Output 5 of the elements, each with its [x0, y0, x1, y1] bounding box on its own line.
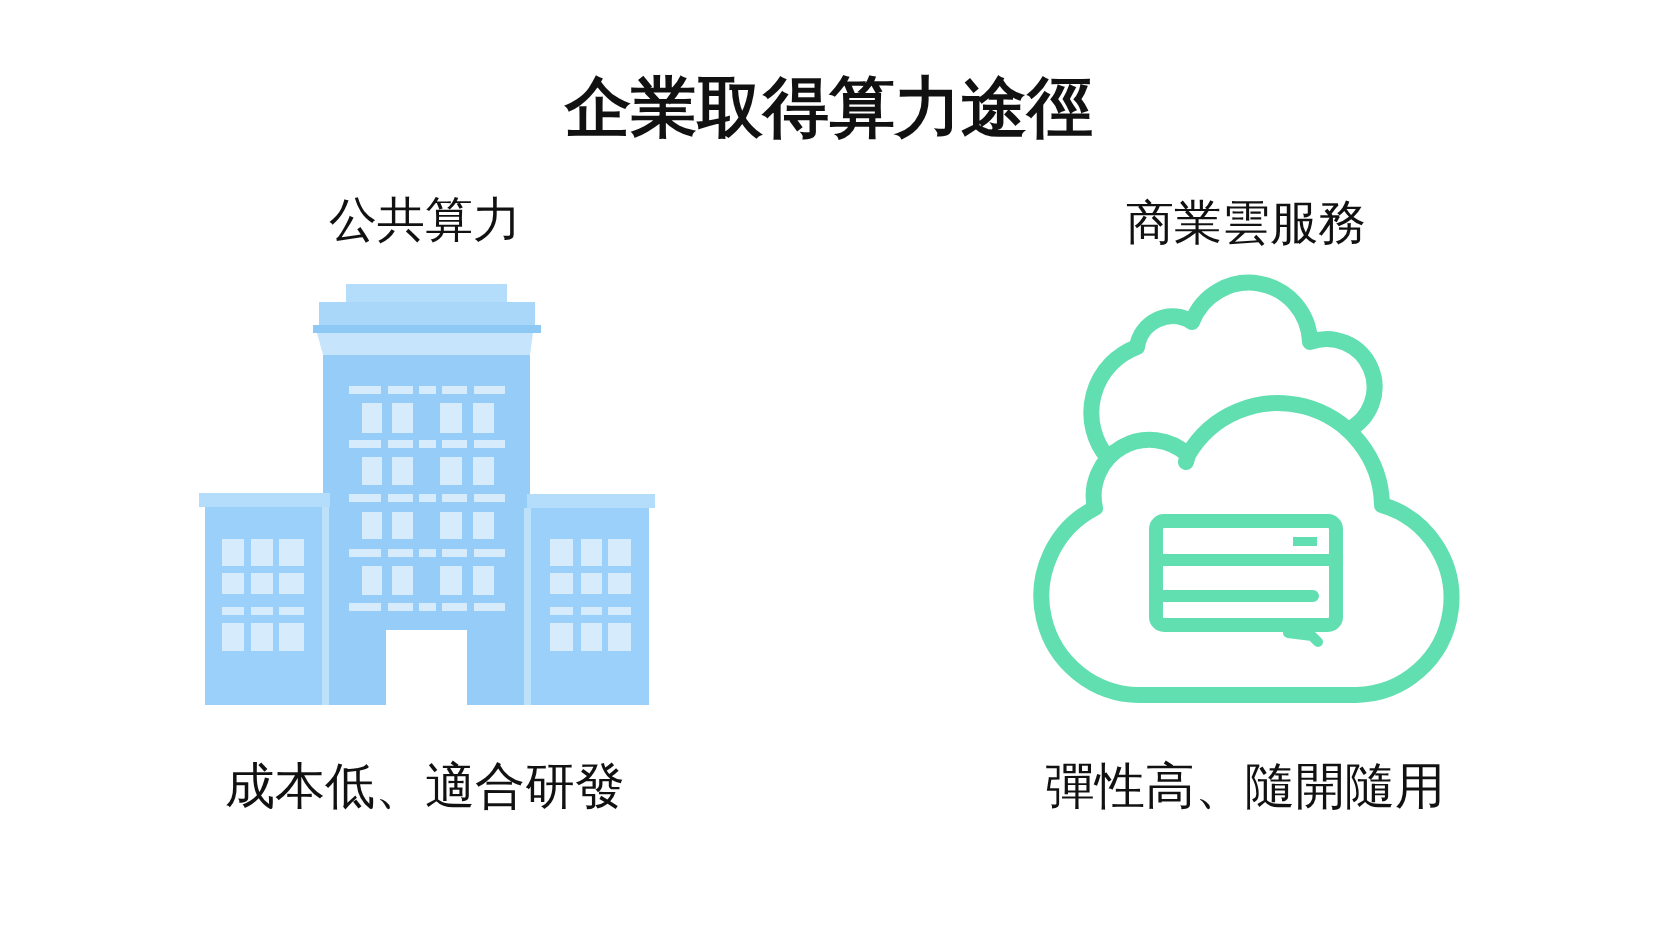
description: 成本低、適合研發 — [225, 756, 625, 816]
section-heading: 商業雲服務 — [1126, 194, 1366, 252]
section-heading: 公共算力 — [329, 191, 521, 249]
title: 企業取得算力途徑 — [565, 68, 1093, 148]
description: 彈性高、隨開隨用 — [1045, 756, 1445, 816]
